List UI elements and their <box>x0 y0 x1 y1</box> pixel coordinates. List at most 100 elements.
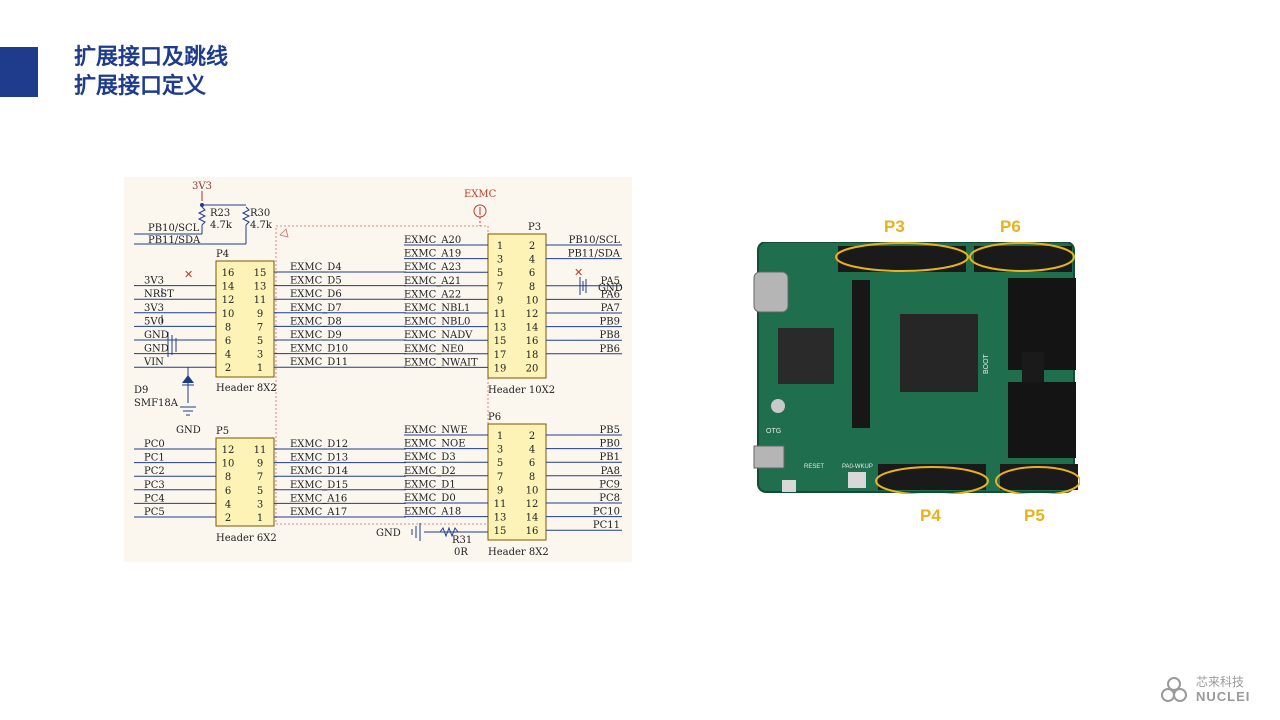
net-label: PB5 <box>600 425 620 436</box>
pin-number: 5 <box>257 336 263 347</box>
pin-number: 7 <box>497 282 503 293</box>
net-label: EXMC_D10 <box>290 344 348 355</box>
svg-text:✕: ✕ <box>184 268 193 281</box>
pin-number: 10 <box>222 309 235 320</box>
pin-number: 14 <box>222 282 235 293</box>
svg-text:PB11/SDA: PB11/SDA <box>148 235 201 246</box>
net-label: EXMC_A21 <box>404 276 461 287</box>
net-label: PC10 <box>593 507 620 518</box>
net-label: EXMC_D12 <box>290 439 348 450</box>
svg-text:R31: R31 <box>452 535 472 546</box>
net-label: EXMC_D2 <box>404 466 456 477</box>
net-label: PC5 <box>144 507 165 518</box>
pin-number: 1 <box>497 431 503 442</box>
svg-text:SMF18A: SMF18A <box>134 398 179 409</box>
svg-text:0R: 0R <box>454 547 468 558</box>
net-label: EXMC_NBL1 <box>404 303 470 314</box>
net-label: EXMC_D5 <box>290 276 342 287</box>
net-label: GND <box>144 344 169 355</box>
jumper-header <box>852 280 870 428</box>
svg-text:PB10/SCL: PB10/SCL <box>148 223 200 234</box>
pin-number: 2 <box>529 241 535 252</box>
micro-usb-port <box>753 445 785 469</box>
right-connector-bottom <box>1008 382 1076 458</box>
net-label: PA7 <box>601 303 620 314</box>
pin-number: 6 <box>529 458 535 469</box>
logo-text-en: NUCLEI <box>1196 689 1251 704</box>
svg-text:✕: ✕ <box>574 266 583 279</box>
header-p5-photo <box>1000 464 1078 490</box>
pin-number: 10 <box>222 459 235 470</box>
pin-number: 11 <box>254 445 267 456</box>
header-p4-photo <box>878 464 986 490</box>
pin-number: 5 <box>497 458 503 469</box>
net-label: PB9 <box>600 317 620 328</box>
net-label: EXMC_A22 <box>404 289 461 300</box>
pin-number: 5 <box>257 486 263 497</box>
pin-number: 11 <box>254 295 267 306</box>
net-label: PB1 <box>600 452 620 463</box>
net-label: GND <box>144 330 169 341</box>
net-label: PB6 <box>600 344 620 355</box>
pin-number: 3 <box>497 255 503 266</box>
net-label: PA6 <box>601 289 620 300</box>
resistor-r31-icon <box>439 526 459 538</box>
schematic-diagram: 3V3 R23 4.7k R30 4.7k PB10/SCL PB11/SDA … <box>124 177 632 562</box>
svg-text:GND: GND <box>598 283 623 294</box>
svg-text:4.7k: 4.7k <box>210 220 233 231</box>
label-p6: P6 <box>1000 217 1021 236</box>
net-label: EXMC_D4 <box>290 262 342 273</box>
pin-number: 1 <box>497 241 503 252</box>
svg-text:R23: R23 <box>210 208 230 219</box>
pin-number: 2 <box>225 363 231 374</box>
pin-number: 7 <box>497 472 503 483</box>
pin-number: 10 <box>526 295 539 306</box>
usb-c-port <box>753 271 789 313</box>
svg-text:GND: GND <box>176 425 201 436</box>
net-label: PB0 <box>600 439 620 450</box>
resistor-r23-icon <box>197 206 207 226</box>
net-label: EXMC_A16 <box>290 493 347 504</box>
wakeup-button <box>848 472 866 488</box>
svg-text:OTG: OTG <box>766 428 781 435</box>
s2-button <box>782 480 796 492</box>
pin-number: 15 <box>494 336 507 347</box>
net-label: EXMC_NOE <box>404 439 466 450</box>
net-label: PA8 <box>601 466 620 477</box>
net-label: EXMC_NWE <box>404 425 468 436</box>
net-label: EXMC_D6 <box>290 289 342 300</box>
net-label: EXMC_D9 <box>290 330 342 341</box>
pin-number: 15 <box>254 268 267 279</box>
pin-number: 4 <box>225 499 231 510</box>
header-p5: P5 Header 6X2 <box>215 426 277 544</box>
net-label: PC4 <box>144 493 165 504</box>
net-label: PC9 <box>599 479 620 490</box>
net-label: PC0 <box>144 439 165 450</box>
nuclei-logo-icon <box>1161 677 1187 702</box>
svg-text:P5: P5 <box>216 426 229 437</box>
pin-number: 14 <box>526 323 539 334</box>
pin-number: 8 <box>225 322 231 333</box>
pin-number: 11 <box>494 499 507 510</box>
pin-number: 9 <box>257 459 263 470</box>
pin-number: 4 <box>529 445 535 456</box>
svg-text:4.7k: 4.7k <box>250 220 273 231</box>
net-label: PB8 <box>600 330 620 341</box>
net-label: PB11/SDA <box>568 249 621 260</box>
net-label: VIN <box>143 357 164 368</box>
pin-number: 14 <box>526 513 539 524</box>
pin-number: 1 <box>257 513 263 524</box>
net-label: EXMC_D14 <box>290 466 348 477</box>
diode-d9-icon <box>182 375 194 383</box>
pin-number: 8 <box>529 472 535 483</box>
net-label: NRST <box>144 289 174 300</box>
boot-jumper <box>1022 352 1044 382</box>
svg-text:EXMC: EXMC <box>464 189 497 200</box>
svg-text:P6: P6 <box>488 412 501 423</box>
pin-number: 7 <box>257 322 263 333</box>
mount-hole <box>771 399 785 413</box>
net-label: EXMC_NBL0 <box>404 317 470 328</box>
pin-number: 9 <box>497 485 503 496</box>
pin-number: 7 <box>257 472 263 483</box>
net-label: EXMC_A18 <box>404 507 461 518</box>
